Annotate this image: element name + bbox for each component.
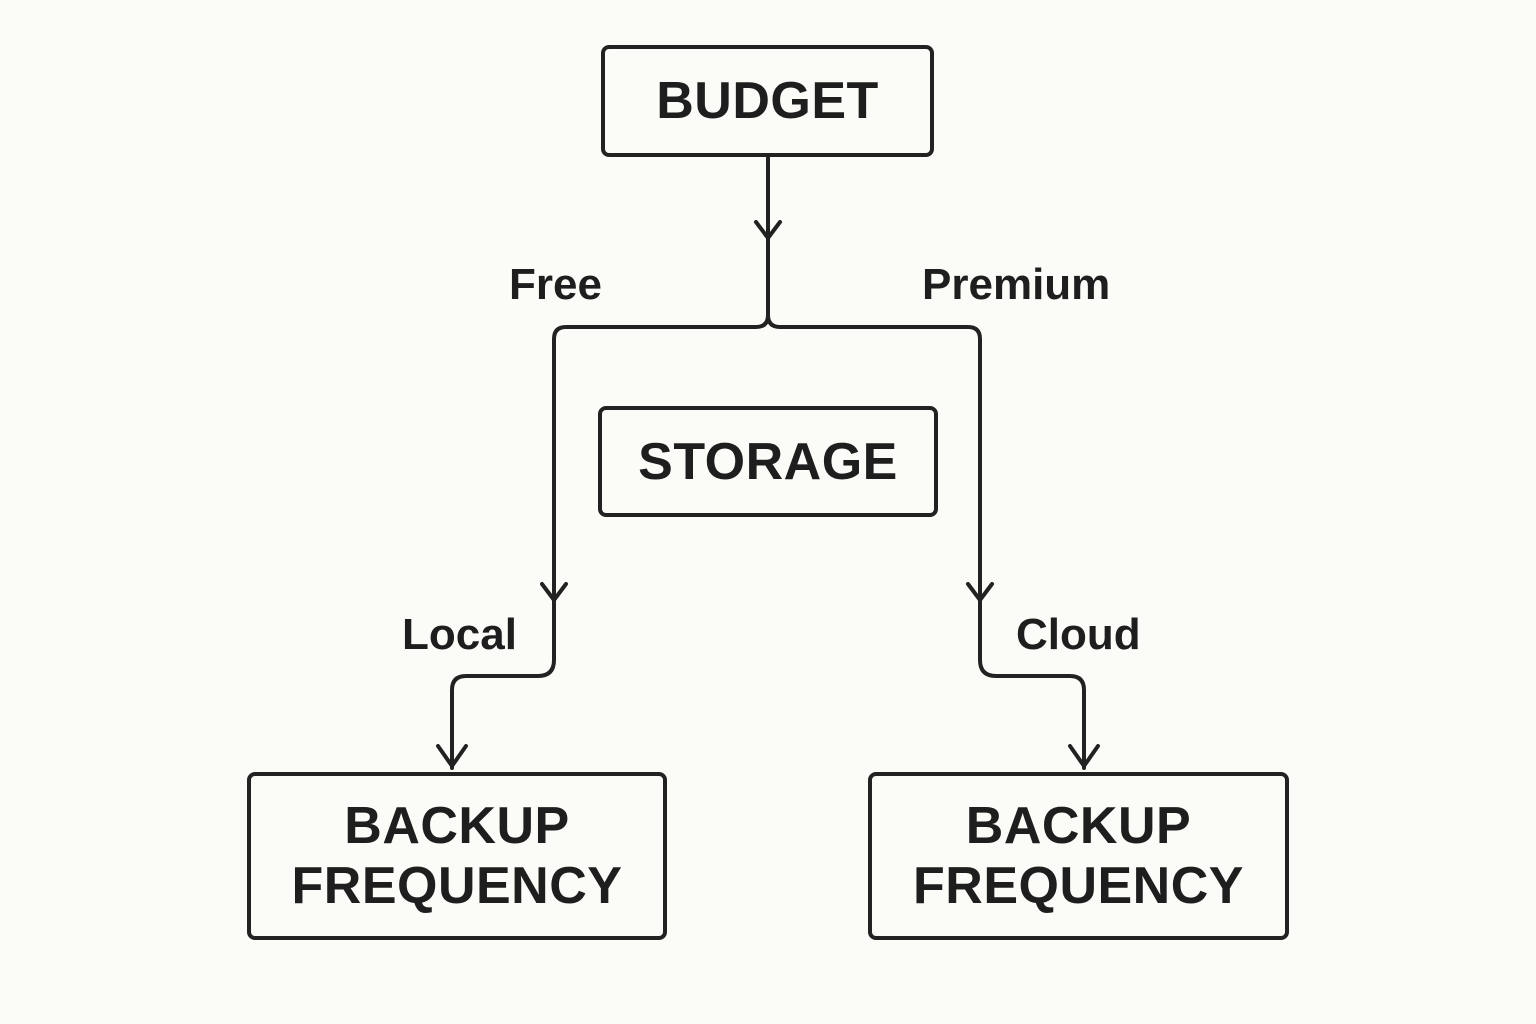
backup-frequency-cloud-node: BACKUP FREQUENCY	[868, 772, 1289, 940]
connector-free-branch	[450, 313, 770, 770]
connector-premium-branch	[766, 313, 1086, 770]
edge-label-premium: Premium	[922, 260, 1111, 309]
arrowhead-local	[540, 582, 568, 602]
budget-node: BUDGET	[601, 45, 934, 157]
storage-node-label: STORAGE	[638, 432, 898, 491]
arrowhead-backup-left	[436, 744, 468, 768]
backup-local-line2: FREQUENCY	[291, 857, 623, 915]
arrowhead-budget-trunk	[754, 220, 782, 240]
backup-cloud-line2: FREQUENCY	[913, 857, 1244, 915]
backup-local-line1: BACKUP	[344, 797, 570, 855]
storage-node: STORAGE	[598, 406, 938, 517]
edge-label-local: Local	[402, 610, 517, 659]
backup-frequency-local-node: BACKUP FREQUENCY	[247, 772, 667, 940]
backup-cloud-line1: BACKUP	[965, 797, 1192, 855]
arrowhead-backup-right	[1068, 744, 1100, 768]
edge-label-free: Free	[509, 260, 602, 309]
edge-label-cloud: Cloud	[1016, 610, 1141, 659]
budget-node-label: BUDGET	[656, 72, 879, 130]
arrowhead-cloud	[966, 582, 994, 602]
